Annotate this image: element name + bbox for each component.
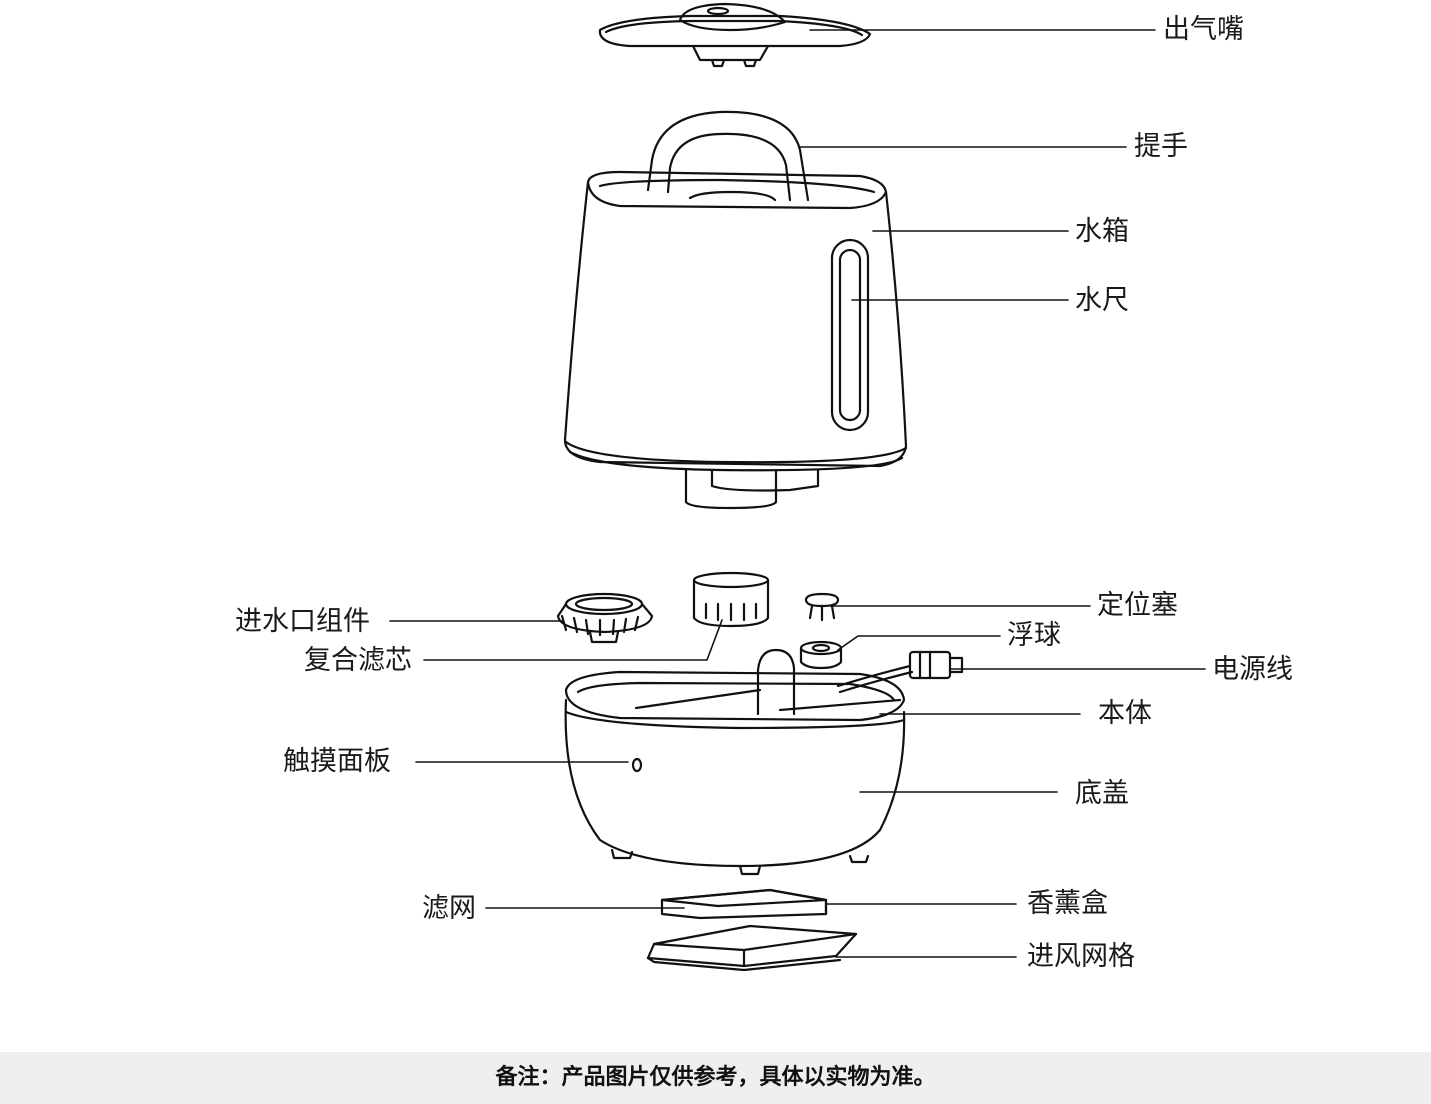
- filter-mesh-part: [660, 888, 828, 920]
- water-tank-part: [563, 110, 908, 510]
- leader-float-ball: [837, 635, 1001, 651]
- composite-filter-part: [692, 571, 770, 628]
- leader-composite-filter: [423, 619, 723, 661]
- label-aroma-box: 香薰盒: [1027, 888, 1108, 919]
- label-filter-mesh: 滤网: [422, 893, 476, 924]
- inlet-assembly-part: [556, 592, 654, 644]
- air-inlet-grille-part: [646, 924, 858, 972]
- label-steam-outlet: 出气嘴: [1163, 14, 1244, 45]
- label-touch-panel: 触摸面板: [283, 746, 391, 777]
- label-main-body: 本体: [1098, 698, 1152, 729]
- label-water-tank: 水箱: [1075, 216, 1129, 247]
- float-ball-part: [799, 640, 843, 670]
- label-composite-filter: 复合滤芯: [304, 645, 412, 676]
- label-bottom-cover: 底盖: [1075, 778, 1129, 809]
- locating-plug-part: [804, 592, 840, 622]
- label-power-cord: 电源线: [1212, 654, 1293, 685]
- label-locating-plug: 定位塞: [1097, 590, 1178, 621]
- leader-lines: [389, 29, 1206, 958]
- label-air-inlet-grille: 进风网格: [1027, 941, 1135, 972]
- lid-part: [598, 2, 872, 68]
- label-handle: 提手: [1134, 131, 1188, 162]
- label-float-ball: 浮球: [1007, 620, 1061, 651]
- label-water-gauge: 水尺: [1075, 285, 1129, 316]
- footer-note: 备注：产品图片仅供参考，具体以实物为准。: [0, 1052, 1431, 1104]
- main-body-part: [564, 648, 906, 876]
- label-inlet-assembly: 进水口组件: [235, 606, 370, 637]
